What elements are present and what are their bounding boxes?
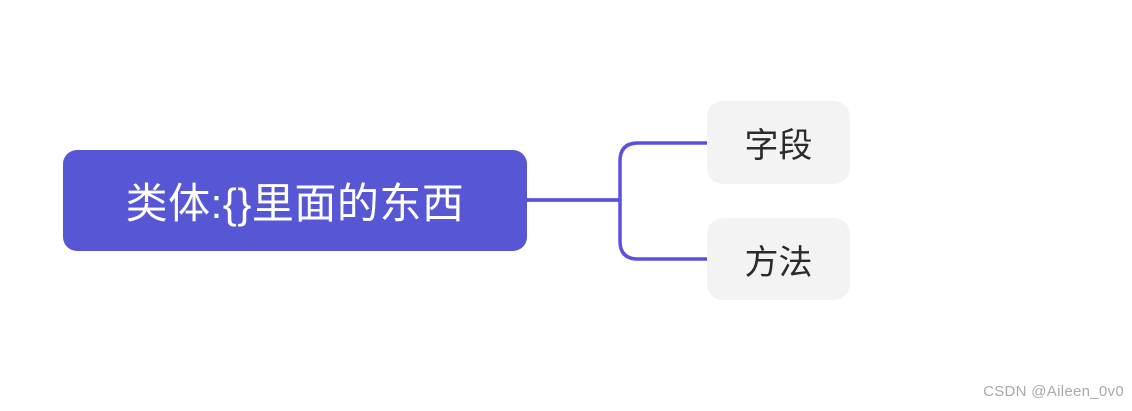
watermark: CSDN @Aileen_0v0: [983, 383, 1124, 400]
child-topic-node-field[interactable]: 字段: [707, 101, 850, 184]
child-topic-label: 方法: [744, 243, 813, 282]
root-topic-label: 类体:{}里面的东西: [125, 180, 465, 227]
child-topic-label: 字段: [744, 127, 813, 165]
child-topic-node-method[interactable]: 方法: [707, 218, 850, 300]
connector-root-to-method: [527, 198, 707, 261]
root-topic-node[interactable]: 类体:{}里面的东西: [63, 150, 527, 251]
connector-root-to-field: [527, 141, 707, 202]
